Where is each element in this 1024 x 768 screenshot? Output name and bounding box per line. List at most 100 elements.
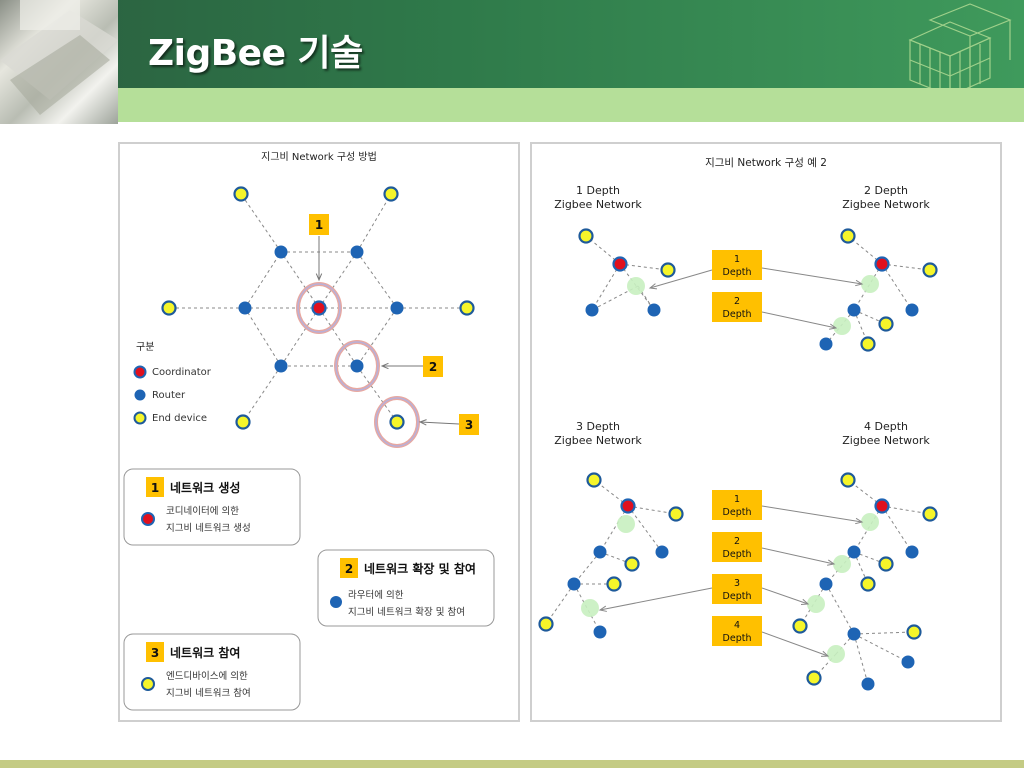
router-node [350,245,364,259]
highlight-ring-inner-2 [335,341,379,391]
network-link [835,633,855,655]
network-link [853,633,869,685]
step-2-title: 네트워크 확장 및 참여 [364,561,476,576]
network-3-label: 3 Depth [576,420,620,433]
network-link [591,263,621,311]
network-link [853,631,915,635]
router-node [861,677,875,691]
depth-bottom-3-arrow-left [599,587,713,611]
depth-1-arrow-left [649,269,713,289]
network-link [545,583,575,625]
depth-bottom-1-arrow [761,505,863,523]
depth-badge-bottom-4 [712,616,762,646]
depth-badge-bottom-1-word: Depth [723,507,752,518]
coordinator-node-icon [133,365,147,379]
network-2-label: 2 Depth [864,184,908,197]
network-4-label: 4 Depth [864,420,908,433]
depth-bottom-4-arrow-head [820,650,830,657]
router-node [274,359,288,373]
network-link [242,365,282,423]
depth-badge-bottom-4-number: 4 [734,620,740,631]
legend-heading: 구분 [136,341,154,353]
depth-bottom-4-arrow [761,631,829,657]
end-device-node [922,506,938,522]
depth-bottom-2-arrow-head [827,559,836,566]
end-device-node [878,556,894,572]
depth-bottom-3-arrow [761,587,809,605]
router-node [901,655,915,669]
marker-2-arrow-head [380,362,389,370]
coordinator-node [874,256,890,272]
virtual-node-highlight [627,277,645,295]
router-node [350,359,364,373]
coordinator-node [311,300,327,316]
marker-badge-1 [309,214,329,235]
step-box-3: 3 네트워크 참여 엔드디바이스에 의한 지그비 네트워크 참여 [123,633,301,711]
virtual-node-highlight [807,595,825,613]
end-device-node-icon [141,677,155,691]
marker-badge-2 [423,356,443,377]
network-3-sublabel: Zigbee Network [554,434,642,447]
end-device-node [235,414,251,430]
virtual-node-highlight [861,513,879,531]
depth-badge-top-1-number: 1 [734,254,740,265]
marker-3-arrow [419,421,460,425]
router-node [390,301,404,315]
router-node [593,545,607,559]
depth-badge-bottom-3-word: Depth [723,591,752,602]
network-link [280,251,320,309]
step-3-number: 3 [151,646,159,660]
depth-badge-bottom-4-word: Depth [723,633,752,644]
router-node [905,303,919,317]
legend-coordinator-label: Coordinator [152,367,212,378]
network-link [881,263,931,271]
depth-badge-bottom-2-number: 2 [734,536,740,547]
depth-badge-bottom-2 [712,532,762,562]
router-node [847,303,861,317]
network-link [356,193,392,253]
marker-badge-1-label: 1 [315,218,323,232]
router-node [905,545,919,559]
router-node [238,301,252,315]
marker-1-arrow-head [315,273,323,282]
virtual-node-highlight [581,599,599,617]
step-2-number: 2 [345,562,353,576]
depth-badge-top-2-word: Depth [723,309,752,320]
end-device-node [660,262,676,278]
header-photo [0,0,118,124]
depth-bottom-3-arrow-left-head [598,605,607,612]
network-2-sublabel: Zigbee Network [842,198,930,211]
network-link [825,583,855,635]
network-link [825,309,855,345]
router-node [819,337,833,351]
virtual-node-highlight [833,317,851,335]
depth-1-arrow-left-head [648,283,658,290]
router-node [847,545,861,559]
network-link [244,307,282,367]
end-device-node [624,556,640,572]
depth-bottom-2-arrow [761,547,835,565]
left-panel-title: 지그비 Network 구성 방법 [261,151,377,163]
step-3-title: 네트워크 참여 [170,645,240,660]
step-box-2: 2 네트워크 확장 및 참여 라우터에 의한 지그비 네트워크 확장 및 참여 [317,549,495,627]
coordinator-node [874,498,890,514]
end-device-node [860,576,876,592]
end-device-node [792,618,808,634]
end-device-node [586,472,602,488]
end-device-node [389,414,405,430]
end-device-node [878,316,894,332]
depth-badge-top-1 [712,250,762,280]
router-node [655,545,669,559]
end-device-node [840,472,856,488]
end-device-node [840,228,856,244]
end-device-node [906,624,922,640]
right-diagram: 지그비 Network 구성 예 2 1 Depth Zigbee Networ… [538,156,938,691]
end-device-node [538,616,554,632]
network-1-sublabel: Zigbee Network [554,198,642,211]
network-link [627,505,677,515]
router-node-icon [134,389,146,401]
router-node-icon [330,596,342,608]
step-3-line-1: 엔드디바이스에 의한 [166,671,248,682]
step-1-title: 네트워크 생성 [170,480,240,495]
virtual-node-highlight [861,275,879,293]
